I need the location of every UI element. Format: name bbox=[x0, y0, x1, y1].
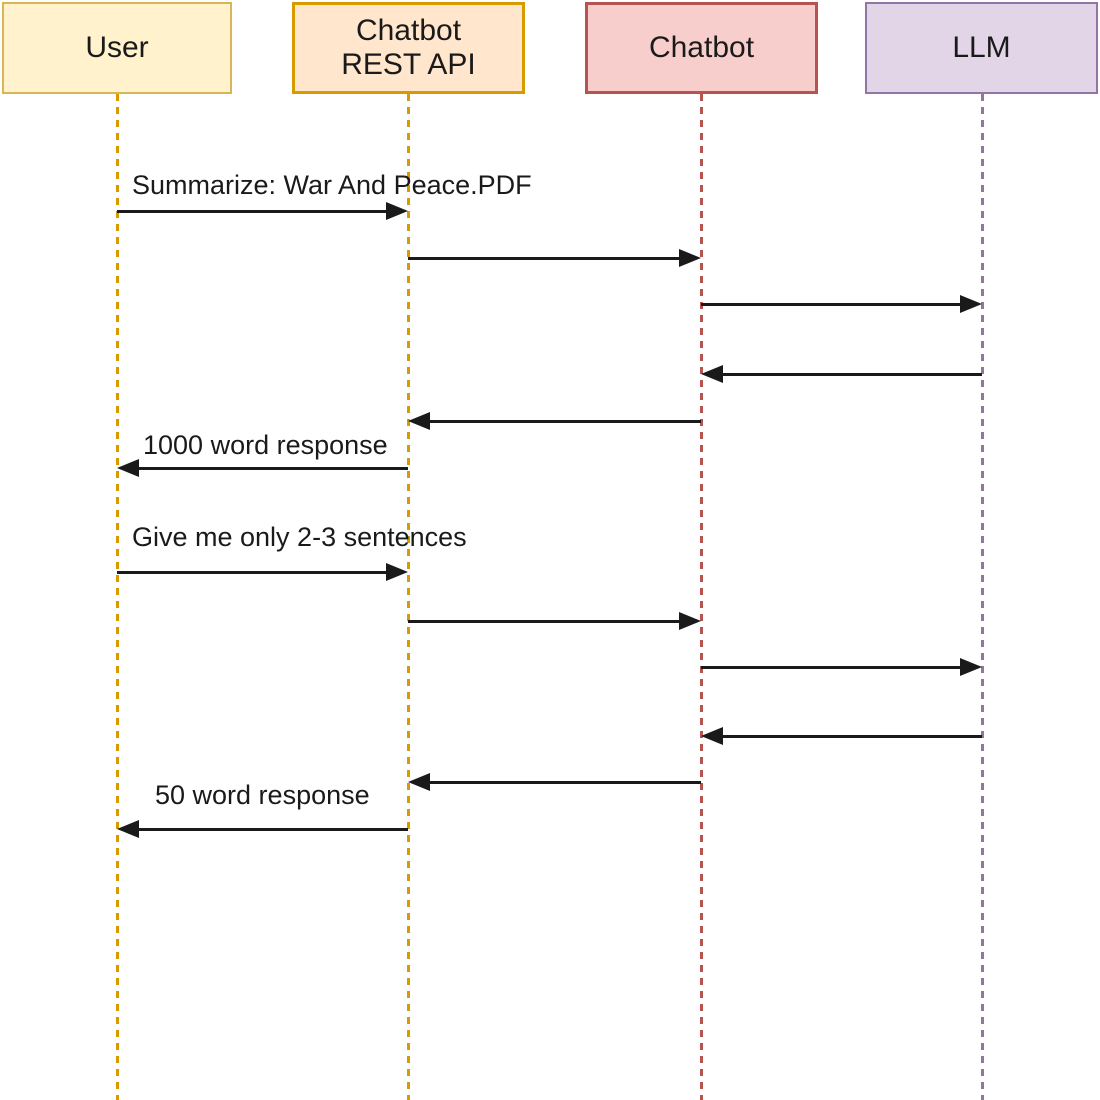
actor-box-chatbot: Chatbot bbox=[585, 2, 818, 94]
message-line bbox=[701, 302, 964, 306]
message-arrow-chatbot-to-chatbot-rest-api bbox=[408, 410, 701, 432]
message-arrow-llm-to-chatbot bbox=[701, 725, 982, 747]
message-line bbox=[135, 466, 408, 470]
actor-box-user: User bbox=[2, 2, 232, 94]
message-line bbox=[135, 827, 408, 831]
message-arrow-chatbot-to-llm bbox=[701, 656, 982, 678]
message-arrow-user-to-chatbot-rest-api bbox=[117, 200, 408, 222]
message-arrow-chatbot-to-chatbot-rest-api bbox=[408, 771, 701, 793]
actor-label-user: User bbox=[85, 31, 149, 64]
arrowhead-icon bbox=[117, 820, 139, 838]
arrowhead-icon bbox=[408, 773, 430, 791]
message-line bbox=[426, 780, 701, 784]
arrowhead-icon bbox=[679, 612, 701, 630]
message-line bbox=[408, 256, 683, 260]
arrowhead-icon bbox=[386, 563, 408, 581]
message-label: 50 word response bbox=[155, 780, 370, 810]
actor-label-chatbot-rest-api: Chatbot REST API bbox=[341, 14, 476, 81]
arrowhead-icon bbox=[408, 412, 430, 430]
lifeline-llm bbox=[980, 94, 984, 1100]
message-arrow-chatbot-rest-api-to-user bbox=[117, 457, 408, 479]
message-arrow-chatbot-rest-api-to-chatbot bbox=[408, 610, 701, 632]
message-label: Give me only 2-3 sentences bbox=[132, 522, 467, 552]
arrowhead-icon bbox=[701, 727, 723, 745]
arrowhead-icon bbox=[960, 658, 982, 676]
lifeline-chatbot-rest-api bbox=[406, 94, 410, 1100]
message-line bbox=[408, 619, 683, 623]
message-arrow-chatbot-rest-api-to-chatbot bbox=[408, 247, 701, 269]
message-label: Summarize: War And Peace.PDF bbox=[132, 170, 532, 200]
message-line bbox=[719, 372, 982, 376]
message-line bbox=[426, 419, 701, 423]
arrowhead-icon bbox=[386, 202, 408, 220]
actor-box-llm: LLM bbox=[865, 2, 1098, 94]
message-line bbox=[701, 665, 964, 669]
lifeline-chatbot bbox=[699, 94, 703, 1100]
arrowhead-icon bbox=[679, 249, 701, 267]
message-label: 1000 word response bbox=[143, 430, 388, 460]
actor-label-llm: LLM bbox=[952, 31, 1011, 64]
lifeline-user bbox=[115, 94, 119, 1100]
message-line bbox=[117, 209, 390, 213]
message-arrow-user-to-chatbot-rest-api bbox=[117, 561, 408, 583]
arrowhead-icon bbox=[960, 295, 982, 313]
message-arrow-chatbot-to-llm bbox=[701, 293, 982, 315]
message-arrow-chatbot-rest-api-to-user bbox=[117, 818, 408, 840]
message-line bbox=[117, 570, 390, 574]
message-line bbox=[719, 734, 982, 738]
actor-box-chatbot-rest-api: Chatbot REST API bbox=[292, 2, 525, 94]
actor-label-chatbot: Chatbot bbox=[648, 31, 755, 64]
arrowhead-icon bbox=[117, 459, 139, 477]
arrowhead-icon bbox=[701, 365, 723, 383]
message-arrow-llm-to-chatbot bbox=[701, 363, 982, 385]
